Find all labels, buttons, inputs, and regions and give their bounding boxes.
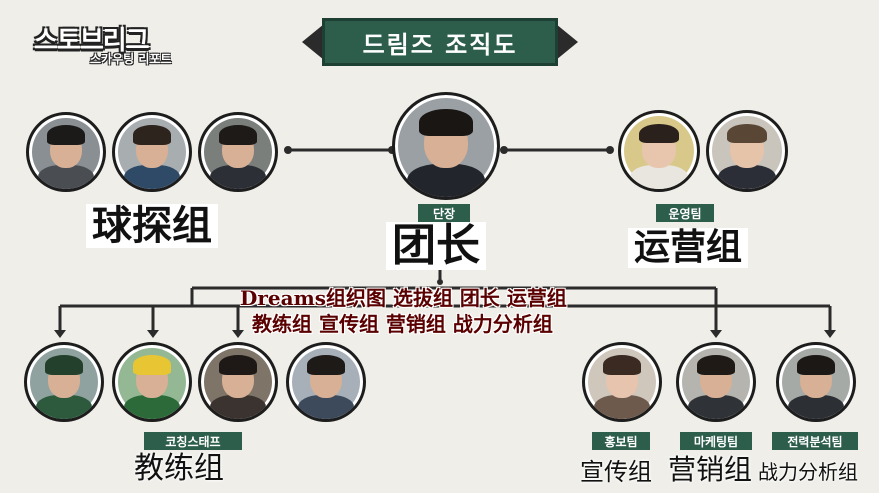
avatar-marketing [676, 342, 756, 422]
tag-strategy: 전력분석팀 [772, 432, 858, 450]
avatar-scout-1 [26, 112, 106, 192]
tag-manager: 단장 [418, 204, 470, 222]
avatar-operations-2 [706, 110, 788, 192]
tag-operations: 운영팀 [656, 204, 714, 222]
tag-marketing: 마케팅팀 [680, 432, 752, 450]
label-marketing: 营销组 [668, 453, 753, 486]
label-operations: 运营组 [628, 228, 749, 268]
banner-wing-right [556, 24, 578, 60]
avatar-operations-1 [618, 110, 700, 192]
tag-coaching: 코칭스태프 [144, 432, 242, 450]
overlay-caption-line-2: 教练组 宣传组 营销组 战力分析组 [252, 312, 553, 336]
avatar-manager [392, 92, 500, 200]
label-scout-team: 球探组 [86, 204, 218, 248]
avatar-coach-2 [112, 342, 192, 422]
banner-wing-left [302, 24, 324, 60]
avatar-coach-4 [286, 342, 366, 422]
label-manager: 团长 [386, 222, 486, 270]
show-logo-title: 스토브리그 [34, 26, 150, 56]
avatar-strategy [776, 342, 856, 422]
avatar-scout-2 [112, 112, 192, 192]
label-strategy: 战力分析组 [758, 460, 858, 484]
show-logo: 스토브리그 스카우팅 리포트 [28, 20, 178, 70]
label-pr: 宣传组 [580, 458, 652, 486]
avatar-scout-3 [198, 112, 278, 192]
tag-pr: 홍보팀 [592, 432, 650, 450]
show-logo-subtitle: 스카우팅 리포트 [90, 52, 172, 66]
avatar-coach-1 [24, 342, 104, 422]
overlay-caption-line-1: Dreams组织图 选拔组 团长 运营组 [240, 286, 567, 310]
chart-title-banner: 드림즈 조직도 [322, 18, 558, 66]
avatar-coach-3 [198, 342, 278, 422]
label-coaching: 教练组 [134, 451, 224, 486]
avatar-pr [582, 342, 662, 422]
